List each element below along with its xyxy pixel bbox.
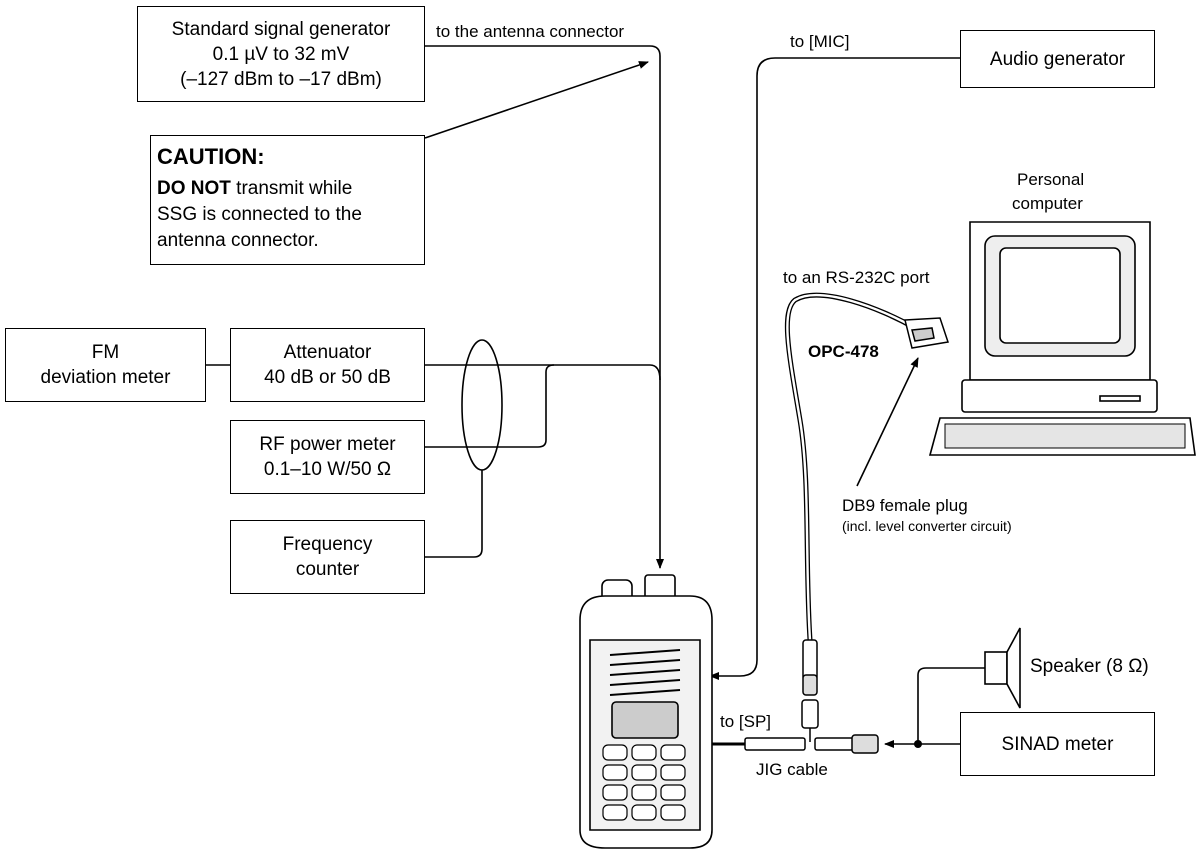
mic-label: to [MIC]: [790, 32, 850, 51]
audio-gen-line1: Audio generator: [989, 48, 1126, 70]
caution-line1: DO NOT transmit while: [157, 176, 352, 202]
speaker-wire: [917, 667, 985, 744]
rf-power-line1: RF power meter: [259, 434, 396, 455]
attenuator-box: Attenuator 40 dB or 50 dB: [230, 328, 425, 402]
pc-label-2: computer: [1012, 194, 1083, 213]
caution-bold: DO NOT: [157, 178, 231, 199]
db9-pointer: [856, 357, 919, 487]
sp-label: to [SP]: [720, 712, 772, 731]
db9-connector: [904, 317, 949, 349]
ssg-line3: (–127 dBm to –17 dBm): [180, 68, 382, 90]
ssg-line2: 0.1 µV to 32 mV: [212, 43, 350, 65]
caution-line1-rest: transmit while: [230, 178, 353, 199]
radio-shape: [579, 574, 713, 849]
audio-mic-wire: [709, 57, 960, 680]
speaker-label: Speaker (8 Ω): [1030, 656, 1149, 677]
pc-label-1: Personal: [1017, 170, 1085, 189]
attenuator-bus-wire: [425, 364, 661, 381]
caution-box: CAUTION: DO NOT transmit while SSG is co…: [150, 135, 425, 265]
caution-line2: SSG is connected to the: [157, 204, 362, 225]
caution-line3: antenna connector.: [157, 230, 319, 251]
junction-dot: [914, 740, 922, 748]
caution-pointer: [424, 61, 649, 139]
rf-power-line2: 0.1–10 W/50 Ω: [263, 459, 392, 480]
attenuator-line1: Attenuator: [283, 342, 372, 363]
caution-title: CAUTION:: [157, 144, 265, 169]
audio-gen-box: Audio generator: [960, 30, 1155, 88]
ssg-box: Standard signal generator 0.1 µV to 32 m…: [137, 6, 425, 102]
ssg-line1: Standard signal generator: [171, 18, 391, 40]
freq-counter-line2: counter: [295, 559, 360, 580]
fm-line2: deviation meter: [40, 367, 171, 388]
antenna-connector-label: to the antenna connector: [436, 22, 625, 41]
rf-power-box: RF power meter 0.1–10 W/50 Ω: [230, 420, 425, 494]
coupler-ellipse: [461, 339, 503, 471]
attenuator-line2: 40 dB or 50 dB: [264, 367, 391, 388]
freq-counter-line1: Frequency: [282, 534, 373, 555]
freq-counter-box: Frequency counter: [230, 520, 425, 594]
speaker-shape: [984, 627, 1021, 709]
sinad-line1: SINAD meter: [1001, 733, 1114, 755]
ssg-antenna-wire: [425, 45, 664, 569]
rf-power-wire: [425, 364, 555, 448]
db9-label: DB9 female plug: [842, 496, 968, 515]
jig-label: JIG cable: [756, 760, 828, 779]
fm-meter-box: FM deviation meter: [5, 328, 206, 402]
db9-note-label: (incl. level converter circuit): [842, 518, 1012, 534]
fm-line1: FM: [91, 342, 120, 363]
jig-cable: [712, 639, 879, 754]
freq-counter-wire: [425, 470, 483, 558]
opc-label: OPC-478: [808, 342, 879, 361]
computer-shape: [928, 221, 1196, 456]
opc-cable-core: [786, 294, 916, 641]
rs232-label: to an RS-232C port: [783, 268, 930, 287]
sinad-box: SINAD meter: [960, 712, 1155, 776]
